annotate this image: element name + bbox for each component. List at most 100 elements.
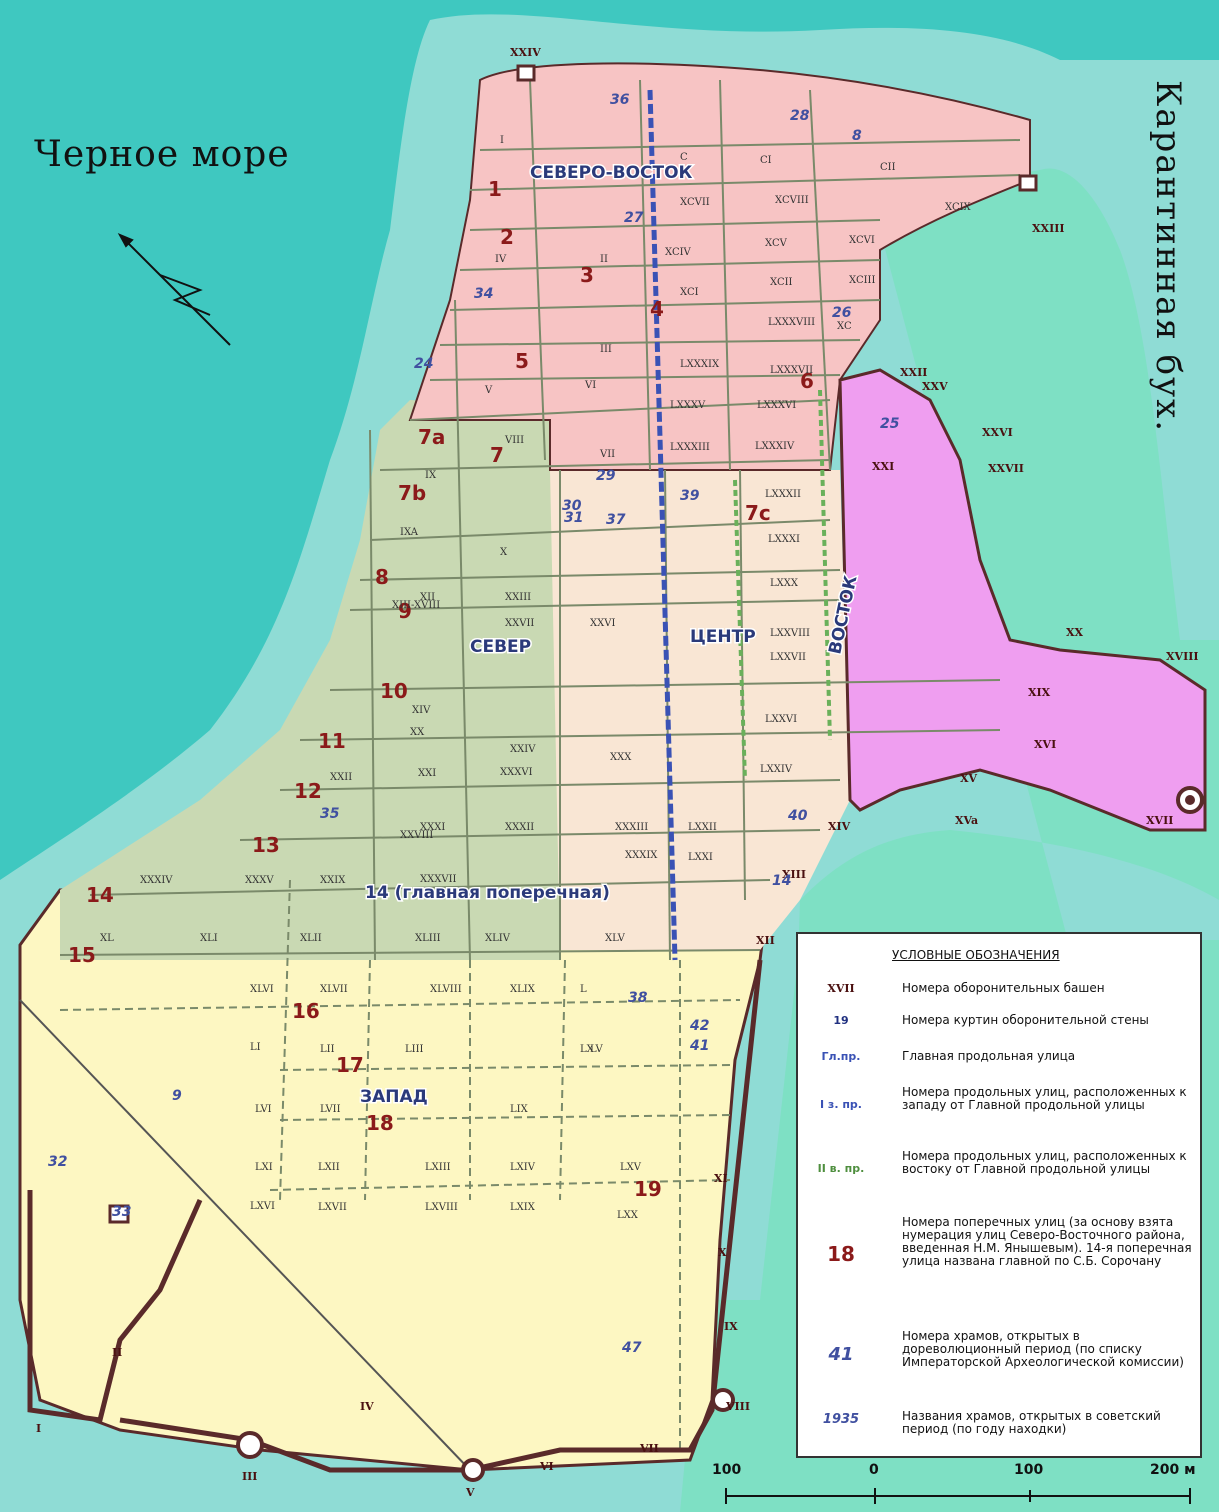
block-number: V <box>484 385 493 396</box>
temple-number: 14 <box>772 873 791 889</box>
temple-number: 9 <box>172 1088 182 1104</box>
temple-number: 34 <box>474 286 493 302</box>
block-number: VII <box>599 449 615 460</box>
scale-label: 100 <box>712 1462 742 1478</box>
block-number: LXXXI <box>768 534 800 545</box>
legend-text: Номера поперечных улиц (за основу взята … <box>902 1215 1192 1268</box>
tower-number: XIX <box>1028 686 1051 699</box>
tower-number: XXIV <box>510 46 541 59</box>
block-number: LXXIV <box>760 764 793 775</box>
tower-number: V <box>465 1486 475 1499</box>
temple-number: 28 <box>790 108 810 124</box>
block-number: LXX <box>617 1210 639 1221</box>
block-number: LXXX <box>770 578 799 589</box>
block-number: I <box>500 135 504 146</box>
legend-symbol: Гл.пр. <box>821 1050 861 1063</box>
legend-symbol: 1935 <box>822 1412 860 1427</box>
block-number: XXIX <box>320 875 346 886</box>
block-number: XXVII <box>505 618 534 629</box>
street-number: 10 <box>380 679 408 703</box>
tower-xvii-inner <box>1185 795 1195 805</box>
temple-number: 8 <box>852 128 862 144</box>
tower-number: II <box>112 1346 122 1359</box>
tower-v <box>461 1458 485 1482</box>
block-number: LI <box>250 1042 261 1053</box>
street-number: 9 <box>398 599 412 623</box>
legend: УСЛОВНЫЕ ОБОЗНАЧЕНИЯ XVII Номера оборони… <box>796 932 1202 1458</box>
block-number: II <box>600 254 608 265</box>
temple-number: 37 <box>606 512 626 528</box>
tower-viii <box>711 1388 735 1412</box>
temple-number: 24 <box>414 356 433 372</box>
temple-number-labels: 8914242526272829303132333435363738394041… <box>48 92 900 1356</box>
district-label-north: СЕВЕР <box>470 637 531 657</box>
tower-xxiv <box>516 64 536 82</box>
scale-bar <box>725 1488 1191 1504</box>
diagonal-street <box>19 999 471 1471</box>
legend-text: Номера продольных улиц, расположенных к … <box>902 1085 1187 1112</box>
block-number: XX <box>410 727 425 738</box>
block-number: CI <box>760 155 772 166</box>
temple-number: 32 <box>48 1154 67 1170</box>
tower-number: IV <box>360 1400 374 1413</box>
main-longitudinal-street <box>647 89 678 961</box>
street-number: 8 <box>375 565 389 589</box>
street-number: 13 <box>252 833 280 857</box>
legend-symbol: 18 <box>827 1242 855 1266</box>
tower-number: XXII <box>900 366 927 379</box>
street-number: 7c <box>745 501 771 525</box>
legend-text: Названия храмов, открытых в советский пе… <box>902 1409 1161 1436</box>
block-number: LXIX <box>510 1202 536 1213</box>
block-number: LXXXIX <box>680 359 720 370</box>
block-number: III <box>600 344 612 355</box>
legend-text: Номера куртин оборонительной стены <box>902 1013 1149 1027</box>
temple-number: 30 <box>562 498 582 514</box>
legend-text: Главная продольная улица <box>902 1049 1076 1063</box>
tower-number: VIII <box>725 1400 750 1413</box>
block-number: XLVIII <box>430 984 462 995</box>
block-number: LXVI <box>250 1201 275 1212</box>
street-number: 1 <box>488 177 502 201</box>
block-number: IV <box>495 254 507 265</box>
block-number: XIV <box>412 705 431 716</box>
tower-number: XV <box>960 772 978 785</box>
street-number: 6 <box>800 369 814 393</box>
temple-number: 25 <box>880 416 900 432</box>
temple-number: 31 <box>564 510 583 526</box>
tower-number: XVII <box>1146 814 1173 827</box>
block-number: XXVI <box>590 618 615 629</box>
block-number: VI <box>584 380 596 391</box>
temple-number: 35 <box>320 806 340 822</box>
block-number: XLVI <box>250 984 274 995</box>
tower-number: XXIII <box>1032 222 1065 235</box>
district-northeast-area <box>408 62 1031 471</box>
block-number: XCIV <box>665 247 692 258</box>
temple-number: 38 <box>628 990 648 1006</box>
block-number: XXIII <box>505 592 531 603</box>
tower-number: XII <box>756 934 775 947</box>
block-number: LXVIII <box>425 1202 458 1213</box>
district-north-area <box>60 400 560 960</box>
street-number: 3 <box>580 263 594 287</box>
compass <box>117 232 231 346</box>
block-number: IX <box>425 470 437 481</box>
block-number: LXXII <box>688 822 717 833</box>
block-number: LXXXV <box>670 400 706 411</box>
block-number: XLI <box>200 933 218 944</box>
block-number: XXX <box>610 752 632 763</box>
legend-text: Номера храмов, открытых в дореволюционны… <box>902 1329 1184 1369</box>
tower-number-labels: I II III IV V VI VII VIII IX X XI XII XI… <box>36 46 1199 1499</box>
block-number: XLIV <box>485 933 511 944</box>
block-number: LXIV <box>510 1162 536 1173</box>
block-number: XCVI <box>849 235 875 246</box>
tower-number: I <box>36 1422 41 1435</box>
main-cross-street-label: 14 (главная поперечная) <box>365 883 610 903</box>
street-number: 2 <box>500 225 514 249</box>
block-number: XXXI <box>420 822 445 833</box>
block-number: X <box>500 547 508 558</box>
temple-number: 39 <box>680 488 700 504</box>
tower-number: XVIII <box>1166 650 1199 663</box>
temple-number: 41 <box>689 1038 709 1054</box>
block-number: XLII <box>300 933 322 944</box>
